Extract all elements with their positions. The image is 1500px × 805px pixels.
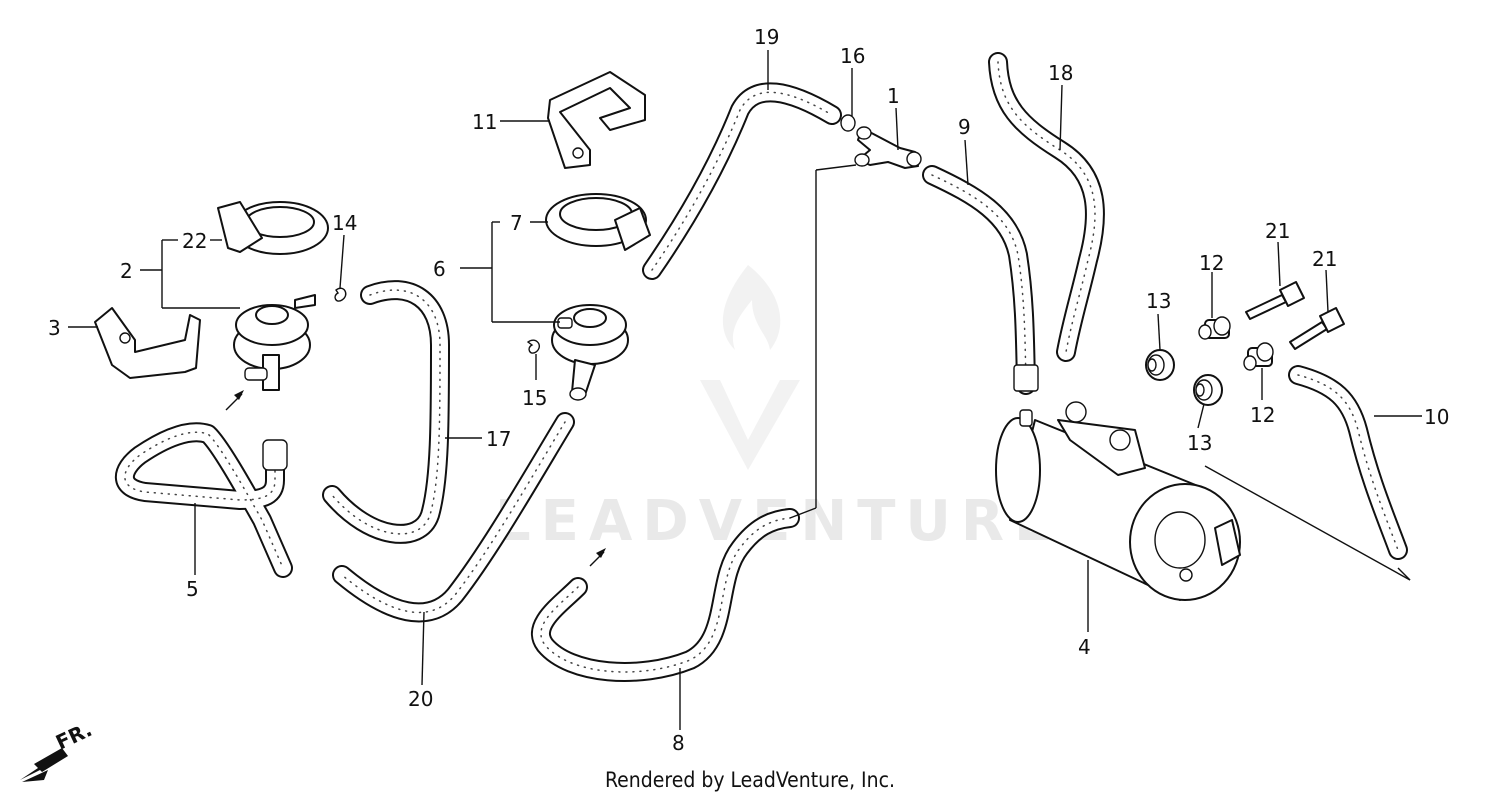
clip-16 bbox=[840, 114, 856, 132]
hose-10 bbox=[1288, 365, 1408, 560]
callout-19: 19 bbox=[754, 25, 779, 49]
callout-12a: 12 bbox=[1199, 251, 1224, 275]
grommet-13a bbox=[1145, 349, 1175, 381]
callout-21b: 21 bbox=[1312, 247, 1337, 271]
callout-14: 14 bbox=[332, 211, 357, 235]
front-direction-label: FR. bbox=[52, 717, 96, 754]
callout-18: 18 bbox=[1048, 61, 1073, 85]
callout-10: 10 bbox=[1424, 405, 1449, 429]
callout-7: 7 bbox=[510, 211, 523, 235]
hose-8 bbox=[531, 508, 800, 682]
callout-9: 9 bbox=[958, 115, 971, 139]
bracket-11 bbox=[547, 71, 646, 169]
hose-9-end-fitting bbox=[1013, 364, 1039, 392]
valve-2 bbox=[233, 294, 316, 391]
callout-12b: 12 bbox=[1250, 403, 1275, 427]
callout-13a: 13 bbox=[1146, 289, 1171, 313]
callout-17: 17 bbox=[486, 427, 511, 451]
callout-5: 5 bbox=[186, 577, 199, 601]
callout-13b: 13 bbox=[1187, 431, 1212, 455]
callout-1: 1 bbox=[887, 84, 900, 108]
callout-11: 11 bbox=[472, 110, 497, 134]
hose-18 bbox=[988, 52, 1105, 362]
grommet-13b bbox=[1193, 374, 1223, 406]
callout-15: 15 bbox=[522, 386, 547, 410]
footer-credit: Rendered by LeadVenture, Inc. bbox=[605, 768, 895, 792]
hose-17 bbox=[322, 280, 450, 544]
callout-4: 4 bbox=[1078, 635, 1091, 659]
clip-15 bbox=[526, 339, 540, 354]
callout-8: 8 bbox=[672, 731, 685, 755]
callout-6: 6 bbox=[433, 257, 446, 281]
bracket-3 bbox=[94, 307, 201, 379]
callout-20: 20 bbox=[408, 687, 433, 711]
leader-lines bbox=[68, 50, 1422, 730]
hose-9 bbox=[922, 165, 1036, 395]
flow-arrows bbox=[225, 390, 606, 567]
collar-12a bbox=[1198, 316, 1231, 340]
hose-19 bbox=[642, 82, 842, 280]
callout-labels: 1 2 3 4 5 6 7 8 9 10 11 12 12 13 13 14 1… bbox=[48, 25, 1449, 755]
bolt-21b bbox=[1289, 307, 1345, 350]
clamp-22 bbox=[217, 201, 329, 255]
callout-2: 2 bbox=[120, 259, 133, 283]
callout-22: 22 bbox=[182, 229, 207, 253]
clip-14 bbox=[334, 287, 347, 302]
joint-1 bbox=[854, 126, 922, 169]
bolt-21a bbox=[1245, 281, 1305, 320]
valve-6 bbox=[551, 304, 629, 401]
callout-21a: 21 bbox=[1265, 219, 1290, 243]
hose-20 bbox=[332, 412, 575, 623]
collar-12b bbox=[1243, 342, 1274, 371]
canister-4 bbox=[995, 401, 1241, 601]
callout-16: 16 bbox=[840, 44, 865, 68]
watermark-logo bbox=[700, 265, 800, 470]
hose-5 bbox=[114, 422, 293, 578]
callout-3: 3 bbox=[48, 316, 61, 340]
clamp-7 bbox=[545, 193, 651, 251]
